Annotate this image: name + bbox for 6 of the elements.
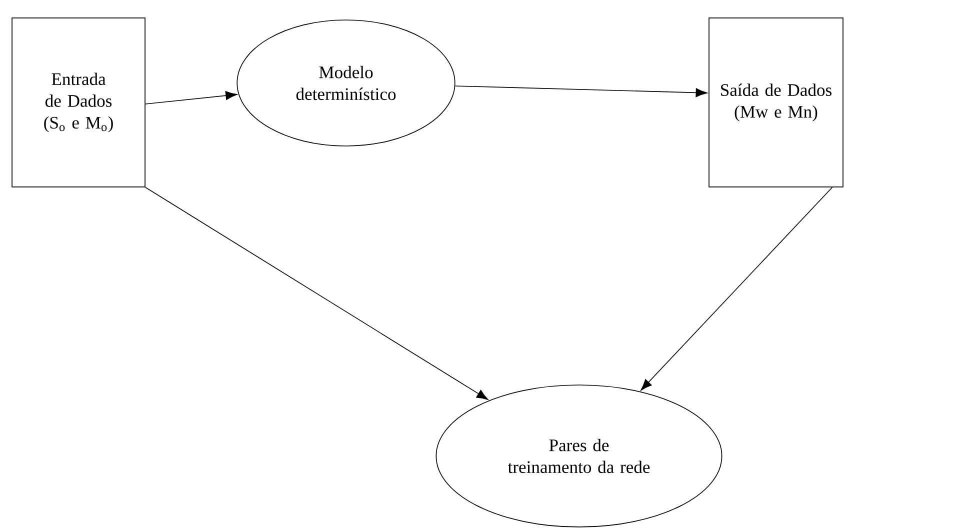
- process-box: Saída de Dados (Mw e Mn): [708, 18, 844, 188]
- process-box: Entrada de Dados (S$_{o}$ e M$_{o}$): [12, 18, 146, 188]
- arrow: [640, 186, 833, 390]
- arrow: [145, 91, 238, 104]
- arrow: [145, 186, 488, 400]
- arrow: [454, 86, 708, 98]
